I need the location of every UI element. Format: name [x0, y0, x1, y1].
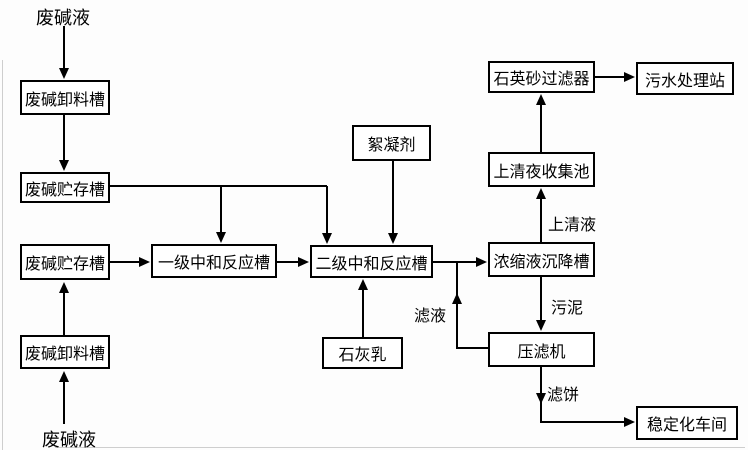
label-filter-cake: 滤饼 — [547, 385, 580, 404]
edge-settling-press — [540, 277, 542, 321]
arrowhead-up-icon — [59, 282, 69, 293]
edge-cake-horizontal — [540, 421, 625, 423]
node-supernatant-pool: 上清夜收集池 — [488, 152, 595, 187]
arrowhead-up-icon — [59, 371, 69, 382]
node-settling-tank: 浓缩液沉降槽 — [488, 242, 595, 277]
node-sewage-station: 污水处理站 — [636, 62, 734, 95]
label-sludge: 污泥 — [551, 298, 584, 317]
arrowhead-right-icon — [139, 257, 150, 267]
left-edge-artifact-line — [2, 60, 3, 450]
arrowhead-down-icon — [216, 232, 226, 243]
edge-drop-secondary — [326, 186, 328, 234]
edge-primary-secondary — [277, 261, 299, 263]
bottom-edge-artifact-line — [55, 447, 745, 448]
arrowhead-up-icon — [358, 279, 368, 290]
edge-flocculant-secondary — [392, 161, 394, 234]
edge-distribution-horizontal — [110, 185, 327, 187]
edge-unloadtop-storageupper — [63, 115, 65, 161]
node-secondary-reactor: 二级中和反应槽 — [310, 245, 433, 278]
arrowhead-up-icon — [536, 188, 546, 199]
edge-filtrate-vertical — [456, 262, 458, 348]
edge-storagelower-primary — [110, 261, 140, 263]
node-stabilization-workshop: 稳定化车间 — [636, 406, 738, 440]
arrowhead-right-icon — [476, 257, 487, 267]
arrowhead-right-icon — [298, 257, 309, 267]
arrowhead-up-icon — [536, 94, 546, 105]
edge-lime-secondary — [362, 290, 364, 337]
node-unload-tank-top: 废碱卸料槽 — [20, 80, 110, 115]
arrowhead-right-icon — [624, 417, 635, 427]
arrowhead-down-icon — [388, 233, 398, 244]
arrowhead-down-icon — [322, 233, 332, 244]
edge-filtrate-horizontal — [456, 347, 488, 349]
arrowhead-down-icon — [59, 160, 69, 171]
edge-feedtop-unloadtop — [63, 26, 65, 69]
edge-sandfilter-sewage — [595, 76, 625, 78]
node-flocculant: 絮凝剂 — [352, 125, 431, 161]
edge-unloadbottom-storagelower — [63, 291, 65, 335]
node-lime-milk: 石灰乳 — [322, 337, 403, 369]
node-filter-press: 压滤机 — [488, 332, 595, 367]
label-feed-bottom: 废碱液 — [42, 430, 96, 450]
arrowhead-up-icon — [452, 293, 462, 304]
edge-settling-pool — [540, 198, 542, 242]
node-unload-tank-bottom: 废碱卸料槽 — [20, 335, 110, 369]
label-feed-top: 废碱液 — [36, 8, 90, 29]
label-supernatant: 上清液 — [548, 215, 597, 234]
node-primary-reactor: 一级中和反应槽 — [151, 244, 277, 278]
node-storage-tank-upper: 废碱贮存槽 — [20, 172, 110, 203]
node-storage-tank-lower: 废碱贮存槽 — [20, 244, 110, 280]
arrowhead-right-icon — [624, 72, 635, 82]
edge-feedbottom-unloadbottom — [63, 381, 65, 424]
node-sand-filter: 石英砂过滤器 — [488, 61, 595, 93]
edge-drop-primary — [220, 186, 222, 233]
arrowhead-down-icon — [59, 68, 69, 79]
edge-pool-sandfilter — [540, 104, 542, 152]
arrowhead-down-icon — [536, 320, 546, 331]
arrowhead-down-icon — [536, 393, 546, 404]
edge-secondary-settling — [433, 261, 477, 263]
label-filtrate: 滤液 — [414, 306, 447, 325]
